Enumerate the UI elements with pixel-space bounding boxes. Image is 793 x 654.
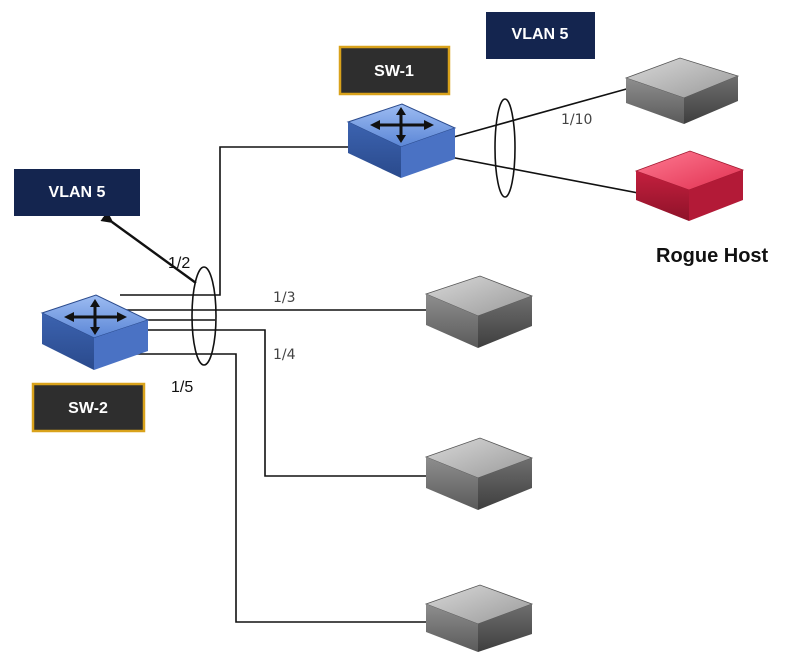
link-port-1-5	[130, 353, 427, 623]
trunk-ellipse-sw1	[494, 98, 516, 198]
vlan-left-label: VLAN 5	[49, 184, 106, 201]
rogue-host-icon[interactable]	[634, 150, 745, 221]
sw2-label: SW-2	[68, 400, 108, 417]
vlan-arrow	[100, 211, 197, 284]
trunk-ellipse-sw2	[191, 266, 217, 366]
link-sw1-rogue	[449, 156, 639, 194]
host-top-icon[interactable]	[624, 57, 740, 124]
sw1-tag: SW-1	[338, 45, 451, 96]
vlan-left-tag: VLAN 5	[14, 169, 140, 216]
vlan-top-label: VLAN 5	[512, 26, 569, 43]
port-label-1-4: 1/4	[273, 347, 296, 363]
sw1-label: SW-1	[374, 63, 414, 80]
host-1-3-icon[interactable]	[424, 275, 534, 348]
switch-sw1-icon[interactable]	[346, 103, 457, 178]
port-label-1-10: 1/10	[561, 112, 592, 128]
host-1-5-icon[interactable]	[424, 584, 534, 652]
switch-sw2-icon[interactable]	[40, 294, 150, 370]
port-label-1-2: 1/2	[168, 255, 190, 272]
links	[120, 87, 639, 623]
link-port-1-4	[125, 329, 427, 477]
sw2-tag: SW-2	[31, 382, 146, 433]
vlan-top-tag: VLAN 5	[486, 12, 595, 59]
port-label-1-3: 1/3	[273, 290, 296, 306]
host-1-4-icon[interactable]	[424, 437, 534, 510]
link-sw1-host-top	[449, 87, 631, 139]
port-label-1-5: 1/5	[171, 379, 193, 396]
link-sw2-sw1	[120, 146, 348, 296]
rogue-host-label: Rogue Host	[656, 245, 769, 267]
